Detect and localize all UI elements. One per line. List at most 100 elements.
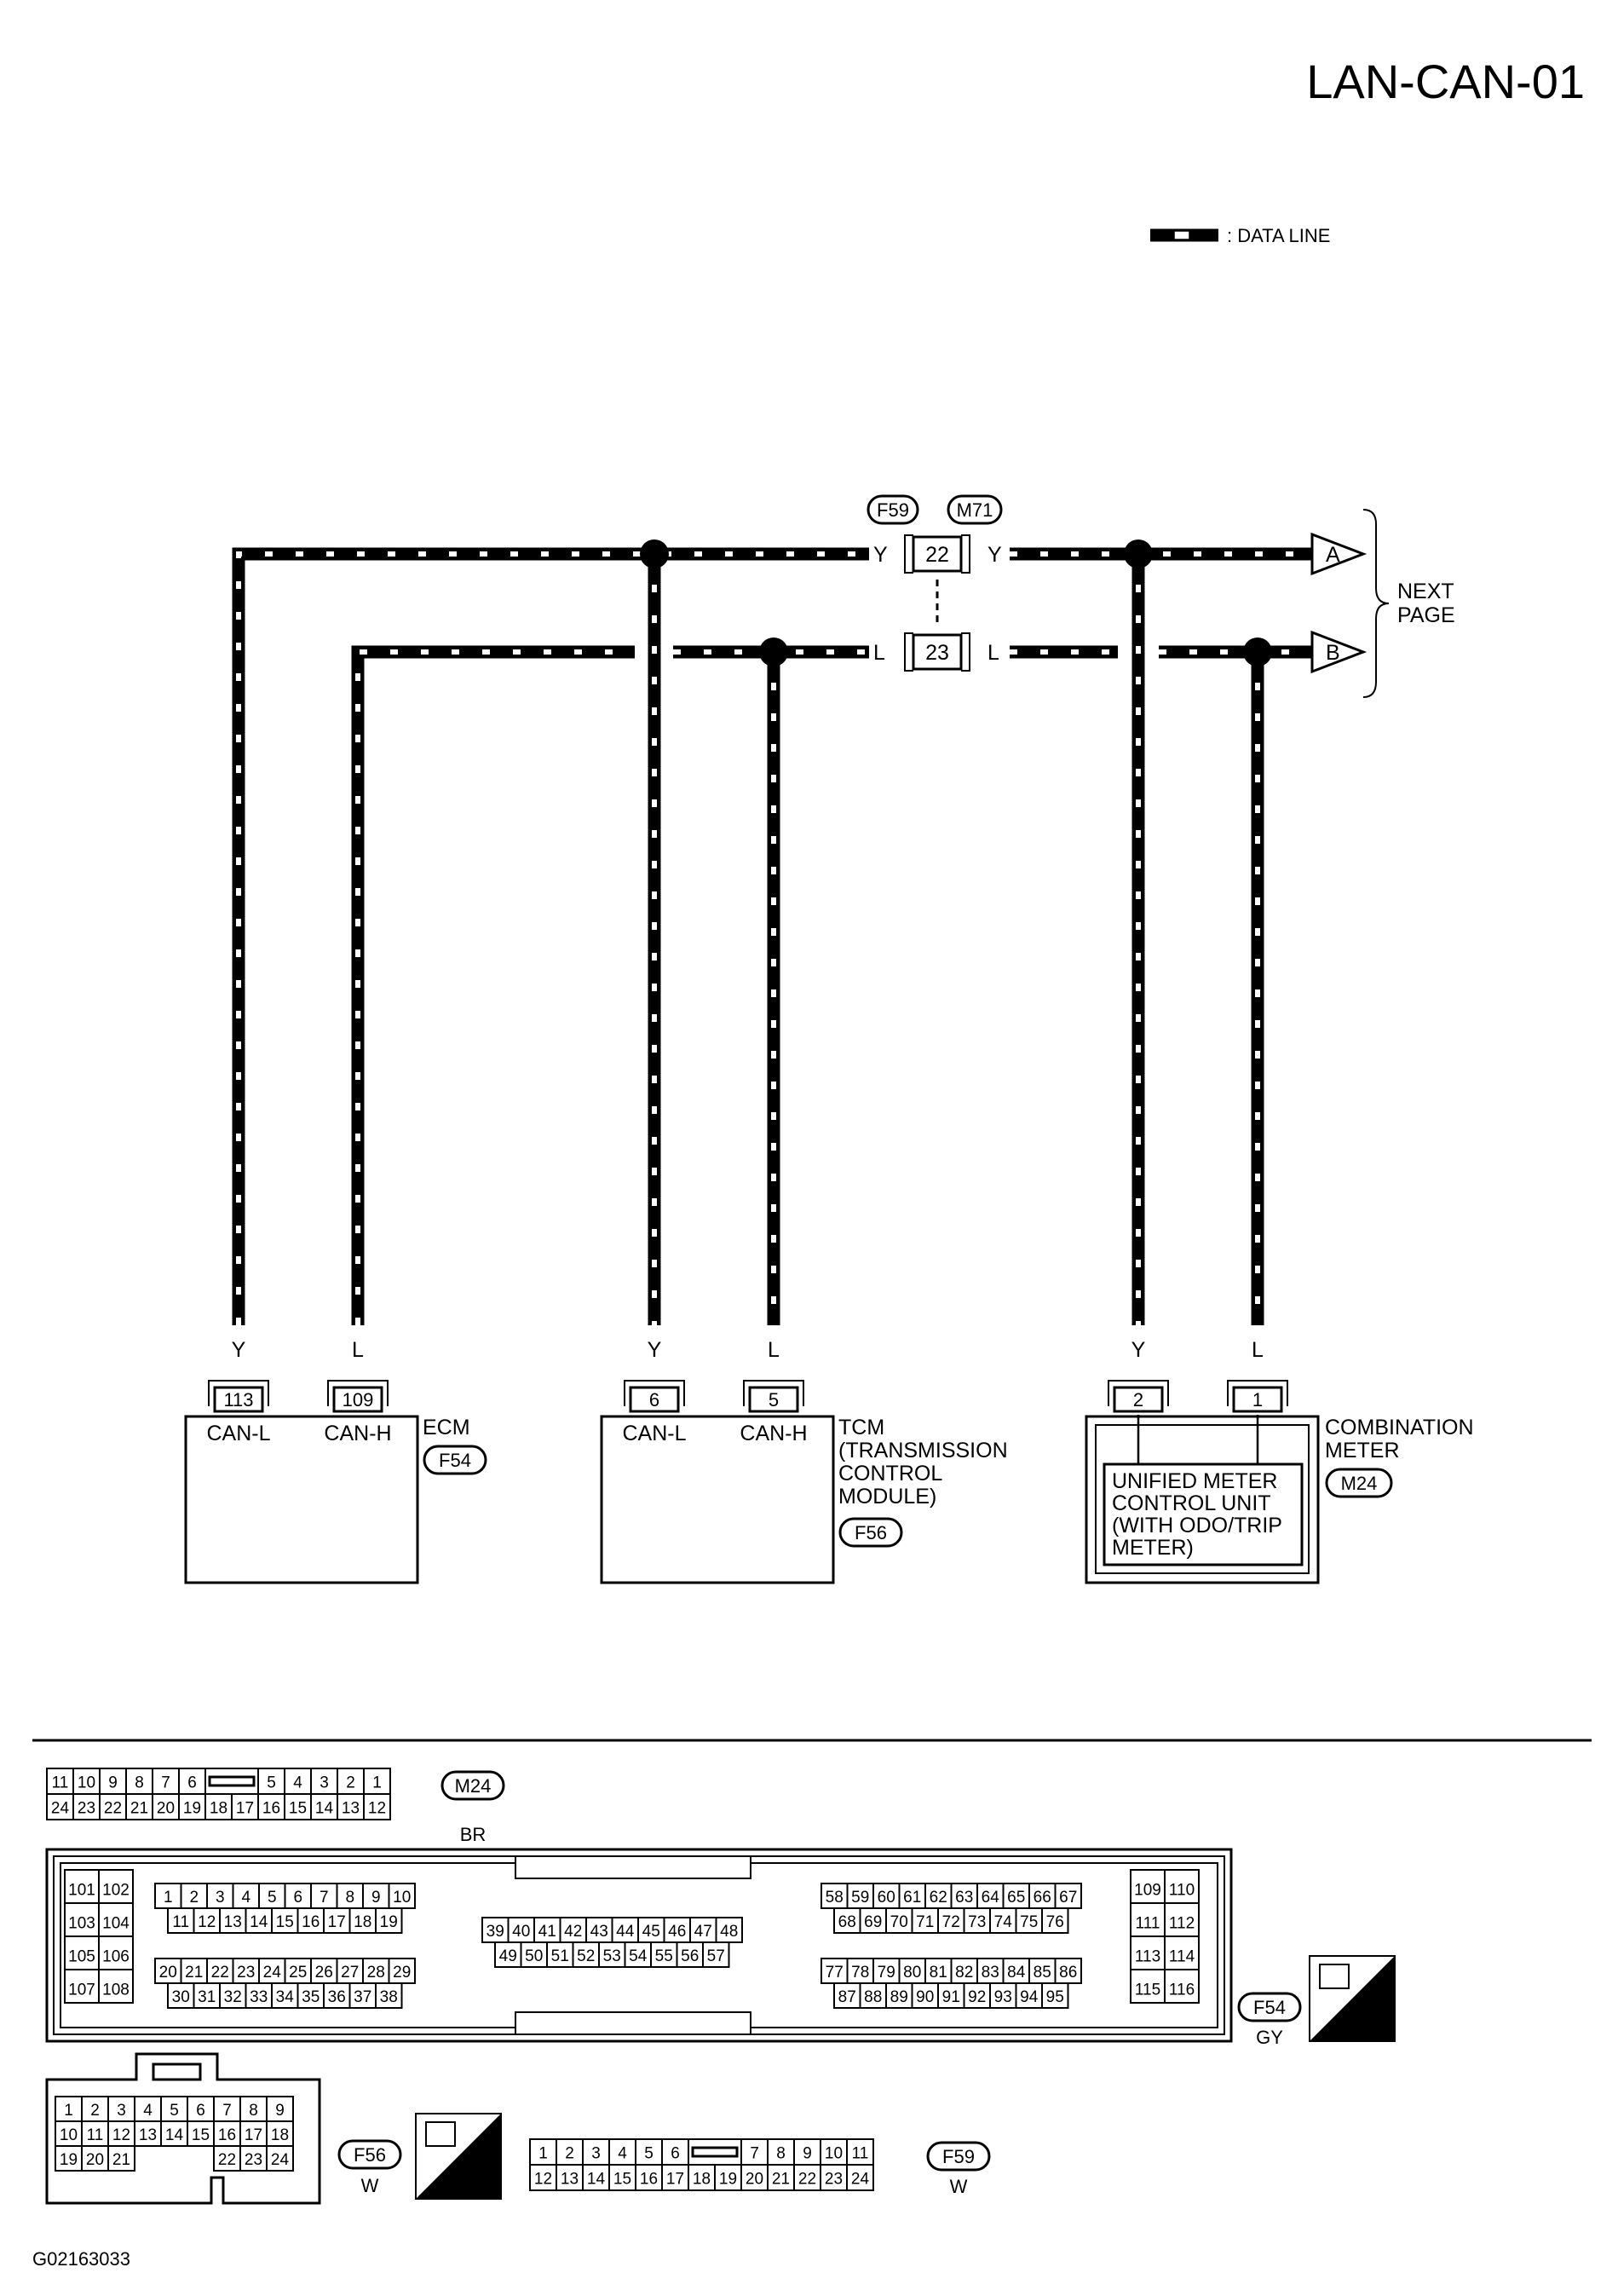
connector-cavity: [608, 2164, 636, 2191]
figure-id: G02163033: [32, 2248, 130, 2270]
pin-109: [332, 1386, 383, 1413]
cavity-number: 20: [86, 2151, 104, 2169]
combination-meter-unit: Y L 2 1 UNIFIED METER CONTROL UNIT (WITH…: [1085, 1338, 1474, 1584]
connector-cavity: [520, 1941, 548, 1968]
connector-cavity: [846, 2138, 874, 2166]
cavity-number: 19: [380, 1913, 398, 1931]
connector-cavity: [219, 1907, 247, 1934]
cavity-number: 17: [666, 2171, 684, 2189]
connector-cavity: [911, 1982, 939, 2009]
svg-text:2: 2: [1133, 1389, 1143, 1410]
connector-cavity: [559, 1917, 587, 1943]
connector-cavity: [556, 2164, 584, 2191]
connector-cavity: [178, 1793, 206, 1820]
svg-text:METER): METER): [1112, 1536, 1194, 1560]
pin-label: CAN-H: [324, 1422, 391, 1445]
connector-cavity: [337, 1793, 365, 1820]
connector-cavity: [976, 1883, 1005, 1909]
cavity-number: 54: [629, 1947, 648, 1965]
svg-text:F59: F59: [942, 2146, 975, 2167]
pin-6: [629, 1386, 680, 1413]
wire-color-label: Y: [987, 543, 1002, 567]
next-page-label: PAGE: [1397, 603, 1455, 627]
connector-cavity: [1015, 1907, 1043, 1934]
cavity-number: 12: [198, 1913, 216, 1931]
svg-text:5: 5: [769, 1389, 779, 1410]
connector-cavity: [99, 1793, 127, 1820]
cavity-number: 5: [170, 2102, 179, 2120]
cavity-number: 8: [776, 2145, 786, 2163]
pin-label: CAN-H: [740, 1422, 807, 1445]
svg-text:H.S.: H.S.: [1341, 2009, 1391, 2037]
connector-cavity: [98, 1869, 134, 1904]
svg-text:W: W: [950, 2176, 968, 2197]
cavity-number: 66: [1034, 1889, 1051, 1907]
cavity-number: 5: [268, 1889, 277, 1907]
wire-color-label: L: [1252, 1338, 1264, 1362]
cavity-number: 24: [263, 1964, 282, 1982]
cavity-number: 23: [245, 2151, 262, 2169]
cavity-number: 1: [372, 1774, 382, 1792]
connector-cavity: [206, 1883, 234, 1909]
cavity-number: 2: [346, 1774, 355, 1792]
connector-tag-f59: [867, 494, 919, 525]
cavity-number: 9: [371, 1889, 381, 1907]
cavity-number: 5: [267, 1774, 276, 1792]
svg-text:BR: BR: [460, 1824, 487, 1845]
cavity-number: 11: [172, 1913, 189, 1931]
cavity-number: 20: [159, 1964, 177, 1982]
connector-cavity: [266, 2145, 294, 2172]
connector-cavity: [258, 1883, 286, 1909]
connector-cavity: [715, 1917, 743, 1943]
cavity-number: 70: [890, 1913, 908, 1931]
cavity-number: 65: [1007, 1889, 1025, 1907]
connector-cavity: [81, 2145, 109, 2172]
cavity-number: 3: [591, 2145, 601, 2163]
cavity-number: 74: [994, 1913, 1013, 1931]
cavity-number: 23: [78, 1800, 95, 1818]
connector-cavity: [624, 1941, 652, 1968]
svg-text:1: 1: [1252, 1389, 1263, 1410]
svg-text:6: 6: [649, 1389, 659, 1410]
svg-text:M24: M24: [1341, 1473, 1378, 1494]
svg-text:113: 113: [223, 1389, 253, 1410]
cavity-number: 20: [746, 2171, 763, 2189]
pin-23: [912, 633, 963, 671]
cavity-number: 47: [694, 1923, 712, 1941]
cavity-number: 60: [878, 1889, 895, 1907]
cavity-number: 13: [139, 2126, 157, 2144]
cavity-number: 45: [642, 1923, 660, 1941]
cavity-number: 7: [750, 2145, 759, 2163]
cavity-number: 69: [864, 1913, 882, 1931]
cavity-number: 4: [618, 2145, 627, 2163]
connector-cavity: [72, 1793, 101, 1820]
wire-color-label: L: [352, 1338, 364, 1362]
cavity-number: 10: [60, 2126, 78, 2144]
svg-text:F56: F56: [855, 1522, 887, 1543]
cavity-number: 6: [293, 1889, 302, 1907]
cavity-number: 22: [218, 2151, 236, 2169]
arrow-b: [1310, 630, 1368, 674]
svg-text:A: A: [1326, 543, 1340, 567]
connector-cavity: [1054, 1883, 1082, 1909]
connector-tag: [926, 2141, 991, 2172]
connector-cavity: [821, 1883, 849, 1909]
connector-cavity: [107, 2145, 135, 2172]
cavity-number: 72: [942, 1913, 960, 1931]
connector-cavity: [55, 2145, 83, 2172]
cavity-number: 14: [250, 1913, 268, 1931]
cavity-number: 21: [185, 1964, 203, 1982]
cavity-number: 16: [640, 2171, 658, 2189]
svg-text:M71: M71: [957, 499, 993, 521]
cavity-number: 86: [1059, 1964, 1077, 1982]
connector-cavity: [375, 1982, 403, 2009]
connector-cavity: [297, 1982, 325, 2009]
cavity-number: 87: [838, 1988, 856, 2006]
cavity-number: 17: [236, 1800, 254, 1818]
cavity-number: 1: [64, 2102, 73, 2120]
svg-text:F54: F54: [1253, 1997, 1286, 2018]
ecm-unit: Y L 113 109 CAN-L CAN-H ECM F54: [184, 1338, 487, 1584]
connector-cavity: [937, 1982, 965, 2009]
